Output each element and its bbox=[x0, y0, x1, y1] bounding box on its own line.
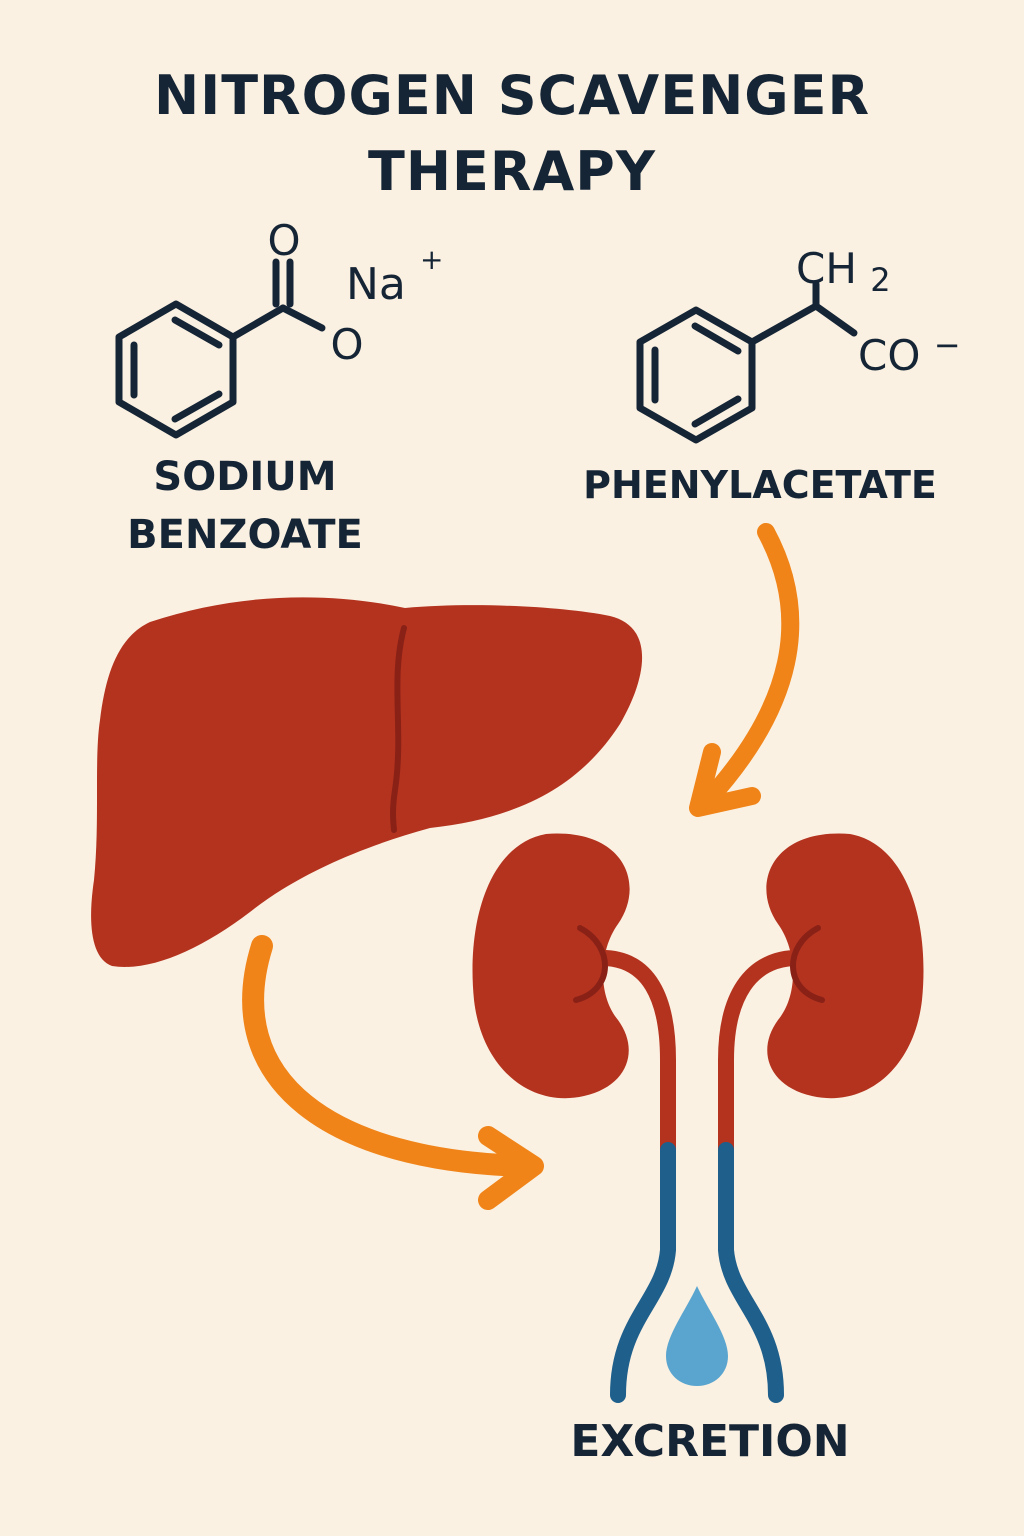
liver-lobe-line bbox=[390, 625, 407, 833]
title-line-2: THERAPY bbox=[368, 140, 656, 203]
phenylacetate-structure bbox=[636, 280, 858, 444]
inner-bond bbox=[171, 390, 223, 423]
group-ch2: CH 2 bbox=[796, 244, 891, 299]
arrow-head-liver bbox=[478, 1126, 544, 1210]
excretion-label: EXCRETION bbox=[570, 1416, 850, 1467]
page-title: NITROGEN SCAVENGER THERAPY bbox=[0, 58, 1024, 210]
group-co: CO − bbox=[858, 326, 961, 380]
inner-bond bbox=[691, 322, 742, 355]
right-ureter-upper bbox=[718, 949, 810, 1158]
kidney-icon bbox=[472, 833, 924, 1099]
phenylacetate-label: PHENYLACETATE bbox=[583, 463, 937, 507]
carboxylate-bond bbox=[279, 304, 326, 332]
sodium-benzoate-label: SODIUM BENZOATE bbox=[100, 448, 390, 564]
left-ureter-lower bbox=[610, 1142, 676, 1403]
flow-arrow-icon bbox=[242, 935, 544, 1210]
sodium-benzoate-label-line-1: SODIUM bbox=[153, 454, 337, 500]
ring-to-carbonyl-bond bbox=[229, 304, 287, 341]
ch2-to-co-bond bbox=[812, 302, 858, 337]
arrow-shaft-liver bbox=[242, 935, 539, 1177]
right-kidney bbox=[766, 833, 924, 1099]
right-ureter-lower bbox=[718, 1142, 784, 1403]
left-kidney-hilum bbox=[573, 925, 608, 1003]
title-line-1: NITROGEN SCAVENGER bbox=[153, 64, 871, 127]
group-ch-subscript: 2 bbox=[870, 261, 890, 299]
left-ureter-upper bbox=[590, 949, 676, 1158]
charge-minus: − bbox=[934, 326, 961, 364]
atom-na: Na bbox=[346, 259, 406, 310]
group-ch-text: CH bbox=[796, 244, 857, 293]
sodium-benzoate-label-line-2: BENZOATE bbox=[127, 512, 363, 558]
group-co-text: CO bbox=[858, 331, 920, 380]
atom-o-bottom: O bbox=[330, 320, 363, 369]
inner-bond bbox=[691, 395, 742, 428]
sodium-benzoate-structure bbox=[115, 258, 326, 439]
ring-to-ch2-bond bbox=[748, 302, 820, 346]
liver-shape bbox=[91, 597, 643, 967]
flow-arrow-icon bbox=[689, 523, 800, 817]
atom-o-top: O bbox=[267, 216, 300, 265]
right-kidney-hilum bbox=[790, 925, 825, 1003]
left-kidney bbox=[472, 833, 630, 1099]
arrow-head-phenylacetate bbox=[689, 743, 761, 817]
ureter-icon bbox=[590, 949, 810, 1403]
arrow-shaft-phenylacetate bbox=[699, 523, 800, 809]
droplet-icon bbox=[666, 1286, 728, 1386]
inner-bond bbox=[171, 316, 223, 349]
charge-plus: + bbox=[420, 243, 443, 276]
liver-icon bbox=[91, 597, 643, 967]
